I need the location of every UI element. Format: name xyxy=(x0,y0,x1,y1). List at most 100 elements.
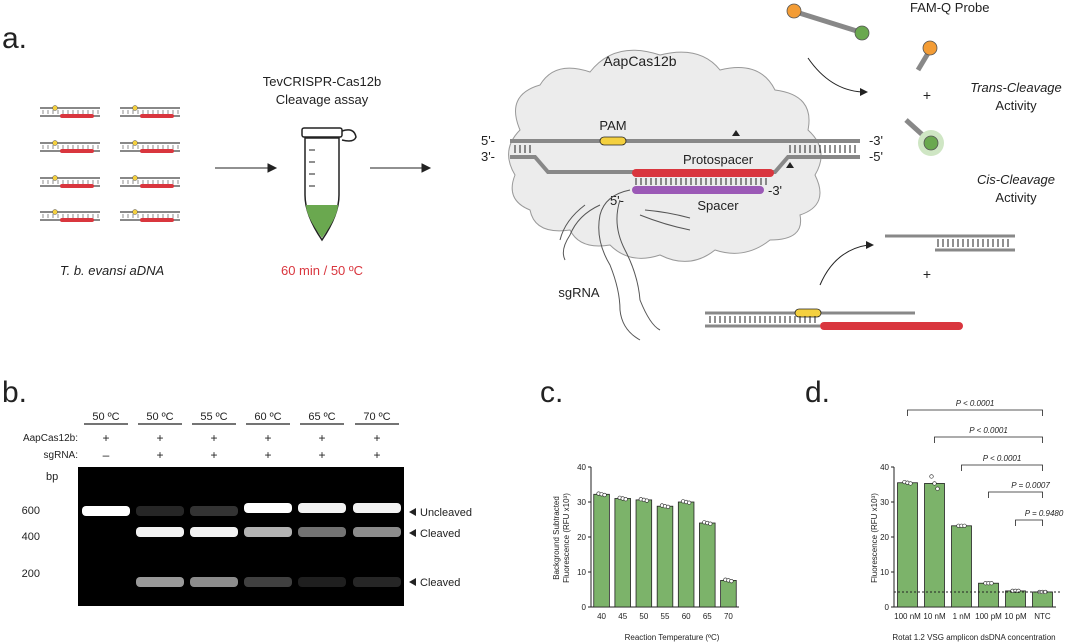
x-tick-label: NTC xyxy=(1034,612,1051,621)
replicate-point xyxy=(935,486,940,491)
y-tick-label: 40 xyxy=(880,463,889,472)
x-tick-label: 70 xyxy=(724,612,733,621)
target-dna xyxy=(510,130,860,194)
replicate-point xyxy=(929,474,934,479)
gel-band xyxy=(244,503,292,513)
end-5-right: -5' xyxy=(869,149,883,164)
lane-temp: 50 ºC xyxy=(146,411,173,423)
gel-band xyxy=(353,503,401,513)
replicate-point xyxy=(908,481,913,486)
x-tick-label: 60 xyxy=(682,612,691,621)
band-cleaved-2: Cleaved xyxy=(420,577,460,589)
y-tick-label: 20 xyxy=(577,533,586,542)
bar xyxy=(656,505,674,608)
replicate-point xyxy=(644,498,649,503)
arrow-1 xyxy=(215,163,278,173)
bar xyxy=(720,580,737,608)
gel-band xyxy=(353,527,401,537)
lane-sgrna-sign: + xyxy=(373,448,380,462)
band-uncleaved: Uncleaved xyxy=(420,507,472,519)
arrow-2 xyxy=(370,163,432,173)
protospacer-label: Protospacer xyxy=(683,152,754,167)
lane-sgrna-sign: + xyxy=(264,448,271,462)
ladder-200: 200 xyxy=(22,568,40,580)
bar xyxy=(593,493,610,608)
plus-sign-2: + xyxy=(923,266,931,282)
tube-icon xyxy=(301,127,357,242)
lane-temp: 70 ºC xyxy=(363,411,390,423)
band-markers xyxy=(409,508,416,586)
y-tick-label: 0 xyxy=(885,603,890,612)
chart-c-ylabel-2: Fluorescence (RFU x10³) xyxy=(562,493,571,583)
bar xyxy=(699,522,716,608)
p-value-label: P < 0.0001 xyxy=(983,454,1022,463)
cis-products xyxy=(885,234,1015,252)
replicate-point xyxy=(602,492,607,498)
gel-band xyxy=(190,506,238,516)
replicate-point xyxy=(932,481,937,486)
y-tick-label: 10 xyxy=(577,568,586,577)
cis-label-1: Cis-Cleavage xyxy=(977,172,1055,187)
gel-band xyxy=(244,527,292,537)
assay-condition: 60 min / 50 ºC xyxy=(281,263,363,278)
bar xyxy=(677,501,695,608)
cleaved-probe-icon xyxy=(904,40,944,156)
chart-d-xlabel: Rotat 1.2 VSG amplicon dsDNA concentrati… xyxy=(892,633,1055,642)
lane-enzyme-sign: + xyxy=(156,431,163,445)
replicate-point xyxy=(665,504,671,510)
y-tick-label: 10 xyxy=(880,568,889,577)
trans-arrowhead xyxy=(860,88,868,96)
significance-bracket xyxy=(988,491,1043,498)
lane-enzyme-sign: + xyxy=(318,431,325,445)
replicate-point xyxy=(989,581,994,586)
x-tick-label: 45 xyxy=(618,612,627,621)
row1-label: AapCas12b: xyxy=(23,433,78,444)
trans-arrow xyxy=(807,57,863,93)
cis-arrow xyxy=(819,244,869,286)
gel-band xyxy=(298,527,346,537)
significance-bracket xyxy=(907,409,1043,416)
replicate-point xyxy=(962,523,967,528)
lane-enzyme-sign: + xyxy=(102,431,109,445)
bar xyxy=(635,499,653,608)
spacer-5-label: 5'- xyxy=(610,193,624,208)
sgrna-label: sgRNA xyxy=(558,285,600,300)
enzyme-label: AapCas12b xyxy=(603,53,676,69)
x-tick-label: 10 nM xyxy=(923,612,946,621)
bp-label: bp xyxy=(46,471,58,483)
spacer-3-label: -3' xyxy=(768,183,782,198)
pam-label: PAM xyxy=(599,118,626,133)
bar xyxy=(614,498,631,608)
significance-bracket xyxy=(1015,519,1043,526)
p-value-label: P < 0.0001 xyxy=(956,399,995,408)
cis-label-2: Activity xyxy=(995,190,1037,205)
cis-cleaved-dna xyxy=(705,308,963,330)
x-tick-label: 65 xyxy=(703,612,712,621)
p-value-label: P = 0.0007 xyxy=(1011,481,1050,490)
x-tick-label: 40 xyxy=(597,612,606,621)
replicate-point xyxy=(708,521,713,526)
x-tick-label: 50 xyxy=(639,612,648,621)
lane-sgrna-sign: + xyxy=(156,448,163,462)
lane-enzyme-sign: + xyxy=(264,431,271,445)
end-3-left: 3'- xyxy=(481,149,495,164)
gel-band xyxy=(136,577,184,587)
ladder-600: 600 xyxy=(22,505,40,517)
probe-icon xyxy=(786,3,870,41)
end-5-left: 5'- xyxy=(481,133,495,148)
gel-band xyxy=(244,577,292,587)
y-tick-label: 20 xyxy=(880,533,889,542)
panel-a-label: a. xyxy=(2,22,27,55)
gel-band xyxy=(136,506,184,516)
gel-header: 50 ºC+–50 ºC++55 ºC++60 ºC++65 ºC++70 ºC… xyxy=(84,411,399,462)
lane-enzyme-sign: + xyxy=(373,431,380,445)
panel-c-label: c. xyxy=(540,376,563,409)
p-value-label: P < 0.0001 xyxy=(969,426,1008,435)
trans-label-2: Activity xyxy=(995,98,1037,113)
x-tick-label: 55 xyxy=(661,612,670,621)
adna-fragments xyxy=(40,105,180,222)
gel-band xyxy=(136,527,184,537)
gel-band xyxy=(298,503,346,513)
